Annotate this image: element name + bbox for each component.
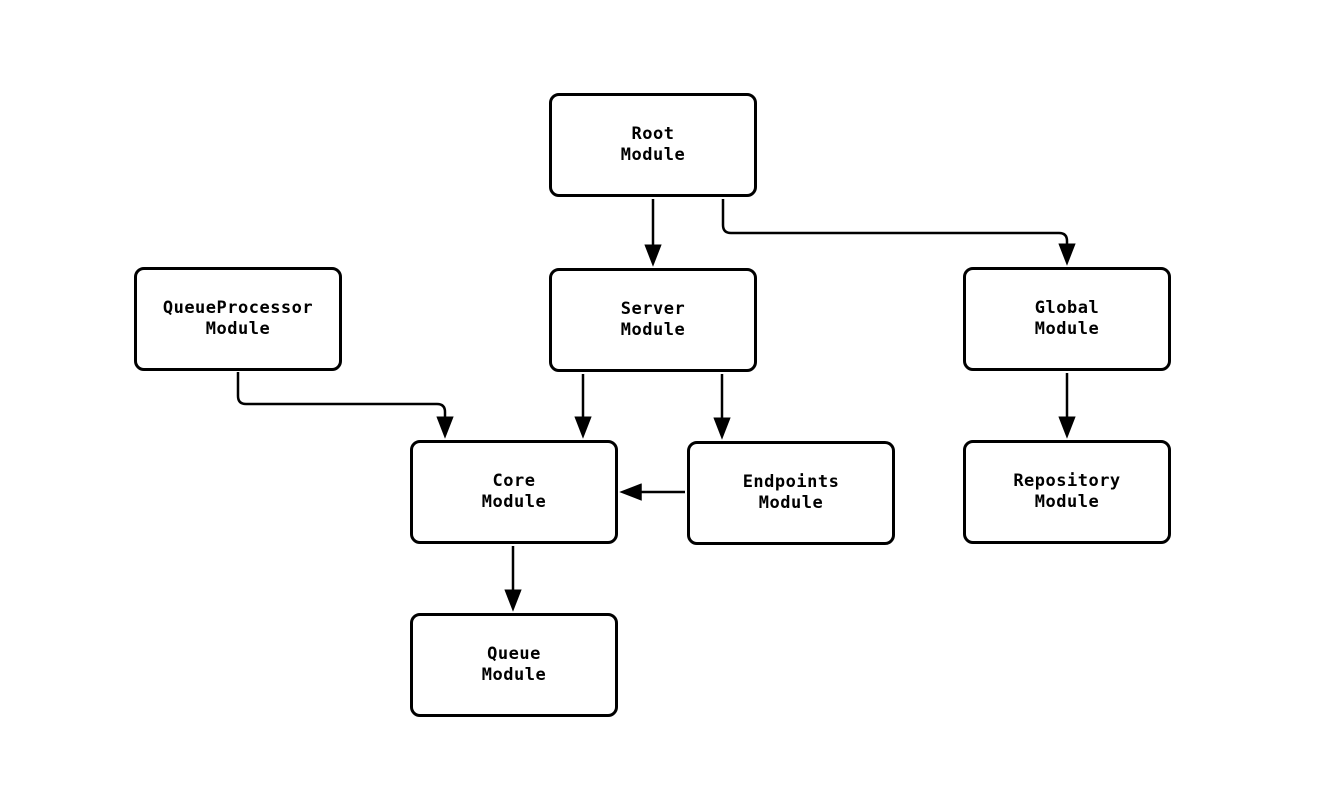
node-server-module: Server Module [549, 268, 757, 372]
edge-root-to-global [721, 199, 1076, 266]
node-core-module-label: Core Module [481, 470, 547, 513]
node-queue-module-label: Queue Module [481, 643, 547, 686]
node-root-module-label: Root Module [620, 123, 686, 166]
node-queueprocessor-module-label: QueueProcessor Module [162, 297, 314, 340]
node-global-module: Global Module [963, 267, 1171, 371]
node-endpoints-module-label: Endpoints Module [742, 471, 840, 514]
node-endpoints-module: Endpoints Module [687, 441, 895, 545]
node-global-module-label: Global Module [1034, 297, 1100, 340]
node-repository-module-label: Repository Module [1013, 470, 1121, 513]
node-queue-module: Queue Module [410, 613, 618, 717]
node-server-module-label: Server Module [620, 298, 686, 341]
node-core-module: Core Module [410, 440, 618, 544]
node-queueprocessor-module: QueueProcessor Module [134, 267, 342, 371]
node-root-module: Root Module [549, 93, 757, 197]
edge-queueprocessor-to-core [236, 372, 454, 439]
node-repository-module: Repository Module [963, 440, 1171, 544]
